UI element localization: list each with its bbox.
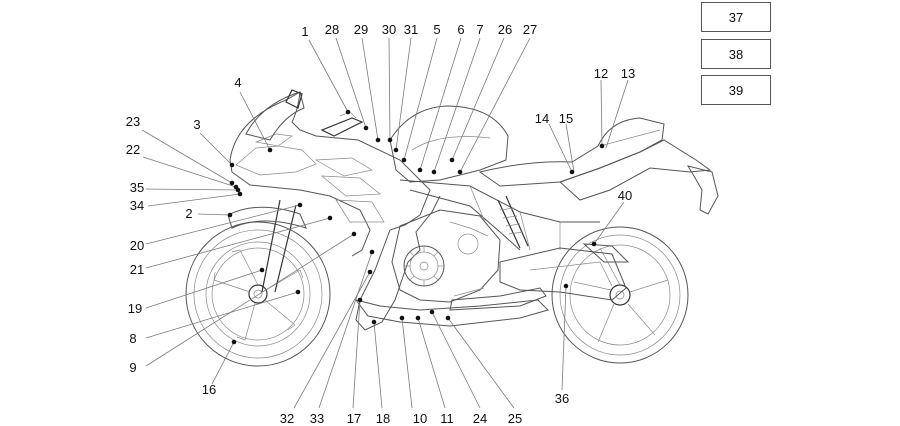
chain-guard — [582, 243, 630, 263]
front-wheel — [185, 221, 331, 367]
callout-9: 9 — [129, 360, 136, 375]
callout-27: 27 — [523, 22, 537, 37]
callout-36: 36 — [555, 391, 569, 406]
windshield — [245, 91, 305, 141]
callout-28: 28 — [325, 22, 339, 37]
seat — [478, 117, 665, 187]
callout-31: 31 — [404, 22, 418, 37]
front-fender — [227, 206, 307, 229]
callout-11: 11 — [440, 411, 454, 426]
license-plate-holder — [686, 165, 719, 215]
callout-6: 6 — [457, 22, 464, 37]
callout-8: 8 — [129, 331, 136, 346]
rear-shock — [497, 195, 529, 249]
marker-dots — [227, 109, 605, 345]
callout-26: 26 — [498, 22, 512, 37]
callout-5: 5 — [433, 22, 440, 37]
callout-3: 3 — [193, 117, 200, 132]
callout-13: 13 — [621, 66, 635, 81]
callout-33: 33 — [310, 411, 324, 426]
callout-12: 12 — [594, 66, 608, 81]
callout-7: 7 — [476, 22, 483, 37]
callout-labels: 1 2 3 4 5 6 7 8 9 10 11 12 13 14 15 16 1… — [126, 22, 635, 426]
exhaust — [449, 287, 547, 311]
front-fairing — [229, 91, 441, 331]
callout-4: 4 — [234, 75, 241, 90]
callout-22: 22 — [126, 142, 140, 157]
legend-box-label: 37 — [728, 9, 744, 25]
front-fork — [261, 199, 297, 293]
callout-19: 19 — [128, 301, 142, 316]
callout-35: 35 — [130, 180, 144, 195]
callout-23: 23 — [126, 114, 140, 129]
callout-10: 10 — [413, 411, 427, 426]
callout-24: 24 — [473, 411, 487, 426]
legend-box-39: 39 — [701, 75, 771, 105]
callout-25: 25 — [508, 411, 522, 426]
callout-18: 18 — [376, 411, 390, 426]
legend-box-label: 38 — [728, 46, 744, 62]
mirror — [285, 89, 303, 109]
callout-14: 14 — [535, 111, 549, 126]
motorcycle-drawing — [185, 89, 719, 367]
legend-box-38: 38 — [701, 39, 771, 69]
belly-pan — [354, 299, 549, 327]
handlebar — [320, 117, 364, 137]
engine — [391, 209, 501, 303]
callout-15: 15 — [559, 111, 573, 126]
callout-34: 34 — [130, 198, 144, 213]
leader-lines — [141, 37, 629, 409]
tail-section — [559, 139, 712, 201]
fuel-tank — [389, 105, 509, 183]
callout-30: 30 — [382, 22, 396, 37]
rear-wheel — [551, 226, 689, 364]
callout-16: 16 — [202, 382, 216, 397]
callout-32: 32 — [280, 411, 294, 426]
callout-29: 29 — [354, 22, 368, 37]
callout-20: 20 — [130, 238, 144, 253]
callout-17: 17 — [347, 411, 361, 426]
callout-2: 2 — [185, 206, 192, 221]
callout-21: 21 — [130, 262, 144, 277]
legend-box-37: 37 — [701, 2, 771, 32]
legend-box-label: 39 — [728, 82, 744, 98]
swingarm — [499, 247, 627, 301]
callout-1: 1 — [301, 24, 308, 39]
callout-40: 40 — [618, 188, 632, 203]
